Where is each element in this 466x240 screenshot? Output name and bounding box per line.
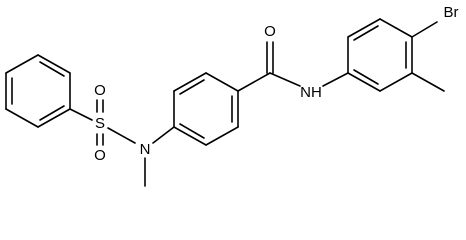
- bond: [379, 18, 413, 38]
- bond-inner: [179, 123, 205, 139]
- bond: [347, 72, 381, 92]
- bond: [269, 72, 301, 87]
- bond: [379, 72, 413, 92]
- structure-canvas: O NH Br S O O N: [5, 4, 459, 187]
- atom-o-carbonyl: O: [264, 23, 276, 40]
- amide-group: [237, 41, 349, 92]
- atom-s: S: [95, 115, 105, 132]
- bond: [37, 54, 71, 74]
- bond: [5, 108, 39, 128]
- bond: [173, 72, 207, 92]
- bond: [69, 108, 93, 121]
- bond: [5, 54, 39, 74]
- molecule-diagram: O NH Br S O O N: [5, 4, 459, 187]
- bond: [322, 72, 349, 87]
- bond: [347, 18, 381, 38]
- bond: [173, 126, 207, 146]
- atom-o-sulfonyl-top: O: [94, 82, 106, 99]
- bond-br: [411, 21, 438, 38]
- central-ring: [173, 72, 239, 146]
- atom-n-sulfonamide: N: [140, 141, 151, 158]
- atom-n-amide: NH: [300, 84, 322, 101]
- sulfonyl-group: [69, 99, 136, 146]
- bond-inner: [179, 79, 205, 95]
- bond-inner: [39, 61, 65, 77]
- atom-br: Br: [444, 4, 459, 21]
- bond: [152, 126, 175, 144]
- phenyl-ring: [5, 54, 71, 128]
- bond-methyl: [411, 72, 445, 92]
- bond: [37, 108, 71, 128]
- n-methyl: [144, 126, 175, 187]
- bond: [205, 72, 239, 92]
- bond: [205, 126, 239, 146]
- bond-inner: [39, 105, 65, 121]
- bromo-methyl-ring: [347, 18, 445, 92]
- bond-inner: [353, 25, 379, 41]
- atom-o-sulfonyl-bottom: O: [94, 147, 106, 164]
- bond: [107, 127, 136, 144]
- bond-inner: [353, 69, 379, 85]
- bond: [237, 72, 271, 92]
